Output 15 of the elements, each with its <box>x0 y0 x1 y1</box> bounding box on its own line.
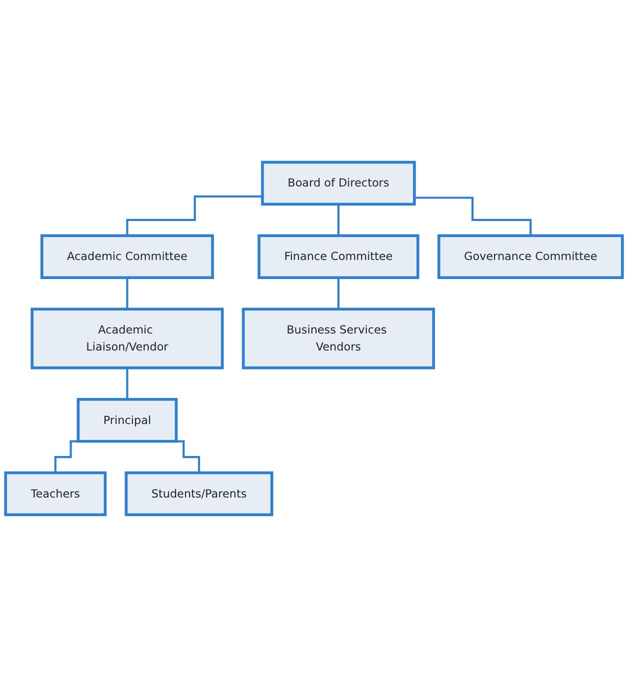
node-box: Academic Liaison/Vendor <box>30 308 224 370</box>
node-box: Teachers <box>4 471 107 516</box>
node-box: Board of Directors <box>261 160 416 206</box>
connector <box>126 195 262 237</box>
node-box: Finance Committee <box>258 234 420 280</box>
connector <box>414 196 532 237</box>
connector <box>337 276 340 310</box>
node-box: Principal <box>76 398 178 443</box>
connector <box>126 366 128 400</box>
node-box: Academic Committee <box>40 234 214 280</box>
node-box: Governance Committee <box>437 234 624 280</box>
connector <box>337 203 340 237</box>
node-box: Business Services Vendors <box>242 308 435 370</box>
connector <box>126 276 128 310</box>
node-box: Students/Parents <box>124 471 274 516</box>
